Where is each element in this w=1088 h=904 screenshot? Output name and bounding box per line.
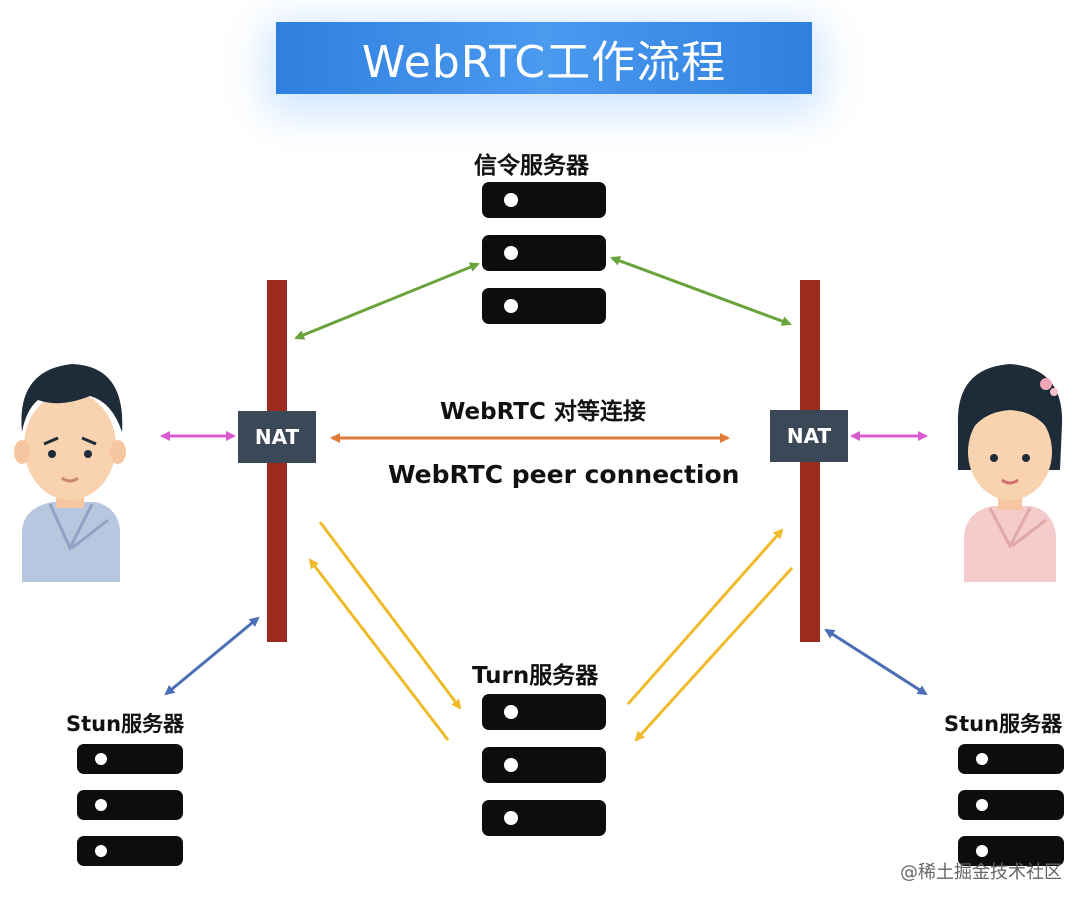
signaling-server-icon	[482, 182, 606, 341]
stun-server-right-icon	[958, 744, 1064, 882]
turn-arrow-right-up	[626, 528, 784, 705]
peer-connection-label-cn: WebRTC 对等连接	[440, 399, 646, 425]
turn-server-label: Turn服务器	[472, 663, 599, 689]
turn-arrow-left-down	[318, 521, 462, 710]
stun-arrow-left	[164, 616, 260, 696]
female-user-avatar	[957, 364, 1063, 582]
turn-arrow-left-up	[308, 558, 450, 741]
stun-server-left-label: Stun服务器	[66, 712, 185, 736]
turn-server-icon	[482, 694, 606, 853]
stun-arrow-right	[824, 628, 928, 696]
signaling-arrow-right	[610, 256, 792, 326]
stun-server-right-label: Stun服务器	[944, 712, 1063, 736]
stun-server-left-icon	[77, 744, 183, 882]
male-user-avatar	[14, 364, 126, 582]
watermark: @稀土掘金技术社区	[900, 862, 1062, 883]
turn-arrow-right-down	[634, 566, 794, 742]
peer-connection-label-en: WebRTC peer connection	[388, 460, 740, 489]
diagram-title: WebRTC工作流程	[276, 22, 812, 94]
signaling-arrow-left	[294, 262, 480, 340]
nat-right: NAT	[770, 410, 848, 462]
nat-left: NAT	[238, 411, 316, 463]
signaling-server-label: 信令服务器	[474, 153, 589, 179]
